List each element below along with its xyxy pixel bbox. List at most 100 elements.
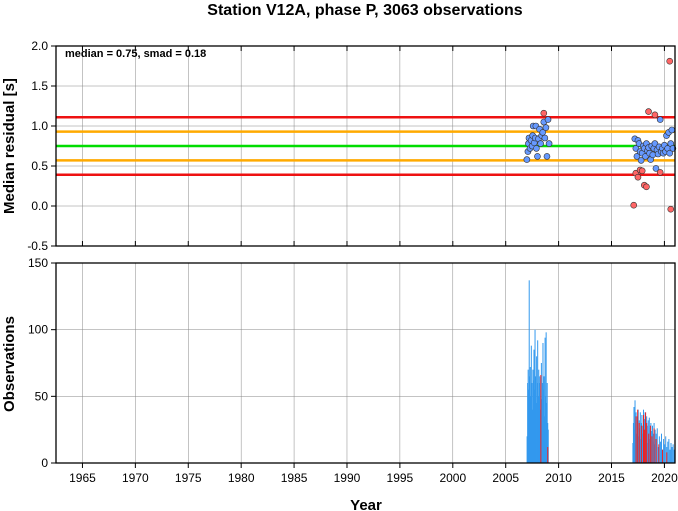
observation-bar: [541, 383, 543, 463]
residual-point: [656, 116, 664, 123]
residual-point: [668, 126, 676, 134]
observation-bar: [547, 429, 549, 463]
observation-bar: [536, 383, 538, 463]
observation-bar: [537, 340, 539, 463]
observations-y-tick-label: 100: [28, 323, 48, 337]
observation-bar: [541, 399, 543, 463]
observation-bar: [647, 420, 649, 463]
observation-bar: [670, 443, 672, 463]
observation-bar: [646, 423, 648, 463]
observation-bar: [535, 403, 537, 463]
observation-bar: [534, 389, 536, 463]
residual-point: [537, 140, 544, 147]
observation-bar: [637, 409, 639, 463]
observation-bar: [533, 349, 535, 463]
residual-point: [651, 111, 659, 119]
observation-bar: [658, 436, 660, 463]
observation-bar: [642, 415, 644, 463]
observation-bar: [641, 415, 643, 463]
residual-y-tick-label: 0.5: [31, 159, 48, 173]
observation-bar: [671, 447, 673, 463]
observations-x-tick-label: 1980: [228, 471, 255, 485]
observations-bars: [526, 280, 675, 463]
observation-bar: [662, 449, 664, 463]
observation-bar: [543, 376, 545, 463]
observation-bar: [636, 416, 638, 463]
observation-bar: [663, 439, 665, 463]
observation-bar: [667, 441, 669, 463]
residual-reference-lines: [56, 115, 675, 177]
observation-bar: [640, 439, 642, 463]
residual-point: [544, 116, 552, 123]
observation-bar: [529, 376, 531, 463]
observation-bar: [635, 416, 637, 463]
observation-bar: [648, 433, 650, 463]
observation-bar: [547, 423, 549, 463]
observation-bar: [653, 433, 655, 463]
observation-bar: [669, 449, 671, 463]
observation-bar: [636, 433, 638, 463]
residual-point: [667, 205, 675, 213]
observation-bar: [665, 436, 667, 463]
observation-bar: [536, 356, 538, 463]
observation-bar: [538, 383, 540, 463]
residual-panel: -0.50.00.51.01.52.0 median = 0.75, smad …: [1, 39, 677, 253]
observation-bar: [654, 444, 656, 463]
observation-bar: [537, 396, 539, 463]
observations-plot-frame: [55, 262, 676, 464]
observation-bar: [545, 332, 547, 463]
observation-bar: [532, 369, 534, 463]
observations-x-tick-label: 2015: [598, 471, 625, 485]
observation-bar: [527, 383, 529, 463]
observation-bar: [546, 403, 548, 463]
observation-bar: [651, 425, 653, 463]
residual-y-tick-label: 2.0: [31, 39, 48, 53]
residual-point: [637, 157, 645, 164]
residual-point: [645, 108, 652, 115]
observation-bar: [651, 436, 653, 463]
observation-bar: [640, 425, 642, 463]
observation-bar: [641, 433, 643, 463]
observation-bar: [650, 431, 652, 463]
observation-bar: [664, 444, 666, 463]
observations-x-tick-label: 1975: [175, 471, 202, 485]
observations-y-tick-label: 50: [35, 389, 49, 403]
residual-point: [666, 57, 674, 65]
residual-point: [540, 109, 548, 117]
observation-bar: [633, 407, 635, 463]
residual-point: [656, 169, 664, 176]
residual-points: [523, 57, 677, 213]
observation-bar: [544, 416, 546, 463]
observation-bar: [655, 439, 657, 463]
observations-x-tick-label: 1985: [281, 471, 308, 485]
observation-bar: [633, 429, 635, 463]
observations-y-tick-label: 150: [28, 256, 48, 270]
observation-bar: [649, 425, 651, 463]
observation-bar: [539, 409, 541, 463]
observation-bar: [540, 363, 542, 463]
observation-bar: [538, 369, 540, 463]
residual-y-ticks: -0.50.00.51.01.52.0: [27, 39, 56, 253]
residual-point: [630, 201, 638, 209]
observation-bar: [660, 433, 662, 463]
observation-bar: [540, 375, 542, 463]
residual-y-tick-label: 0.0: [31, 199, 48, 213]
observation-bar: [535, 376, 537, 463]
observation-bar: [644, 429, 646, 463]
observation-bar: [547, 447, 549, 463]
observation-bar: [644, 412, 646, 463]
observation-bar: [546, 383, 548, 463]
residual-y-axis-label: Median residual [s]: [1, 78, 18, 214]
observation-bar: [650, 423, 652, 463]
residual-point: [523, 156, 531, 163]
observation-bar: [527, 369, 529, 463]
observation-bar: [656, 428, 658, 463]
residual-point: [638, 167, 646, 175]
observations-y-axis-label: Observations: [1, 316, 18, 412]
observation-bar: [652, 441, 654, 463]
observation-bar: [648, 417, 650, 463]
observation-bar: [529, 367, 531, 463]
